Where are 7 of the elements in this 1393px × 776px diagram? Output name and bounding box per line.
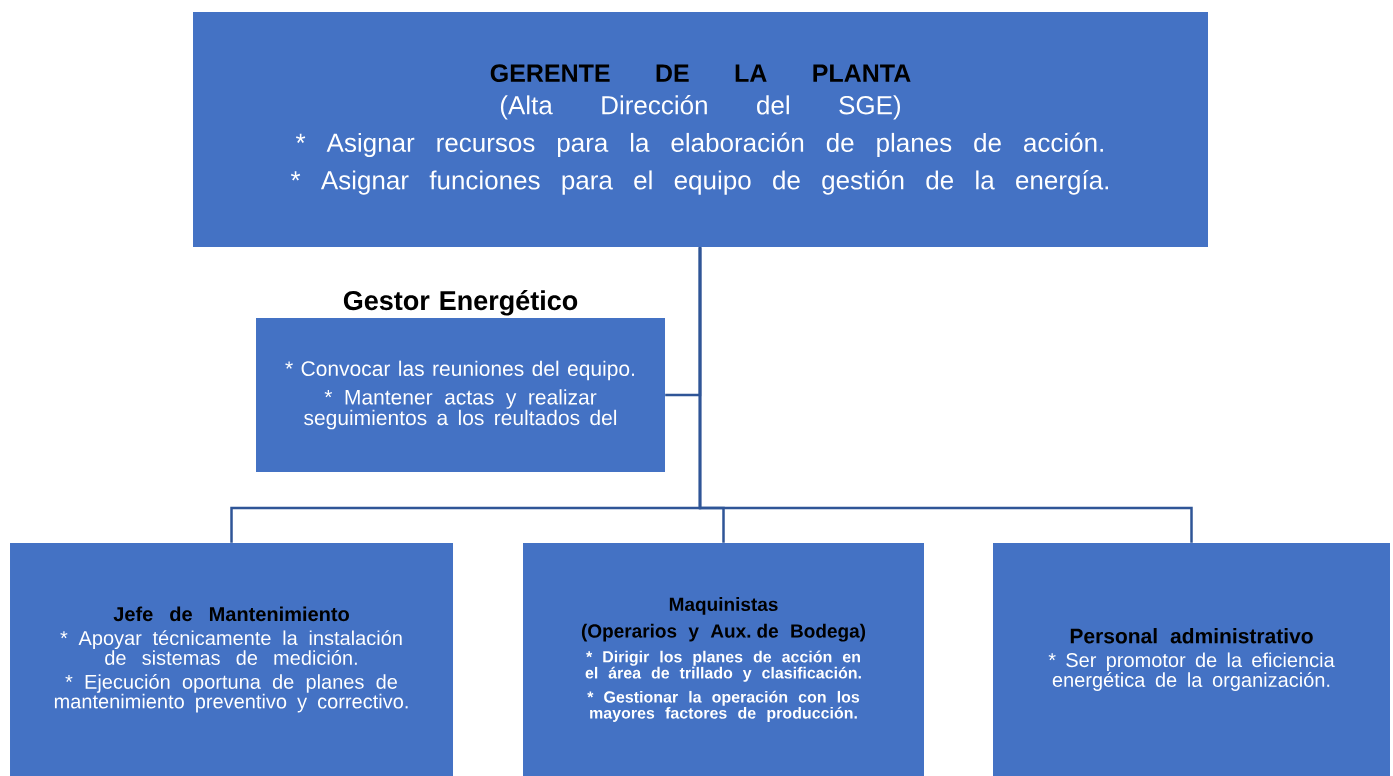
role-box: Personal administrativo * Ser promotor de la eficiencia energética de la organización. xyxy=(993,543,1390,776)
box-heading: Gestor Energético xyxy=(343,290,578,316)
role-box: * Convocar las reuniones del equipo. * Mantener actas y realizar seguimientos a los reultados del xyxy=(256,318,665,472)
connector-line xyxy=(698,247,1193,543)
role-box: Maquinistas (Operarios y Aux. de Bodega) * Dirigir los planes de acción en el área de trillado y clasificación. * Gestionar la operación con los mayores factores de producción. xyxy=(523,543,924,776)
role-box: GERENTE DE LA PLANTA (Alta Dirección del SGE) * Asignar recursos para la elaboración de planes de acción. * Asignar funciones para el equipo de gestión de la energía. xyxy=(193,12,1208,247)
role-box: Jefe de Mantenimiento * Apoyar técnicamente la instalación de sistemas de medición. * Ejecución oportuna de planes de mantenimiento preventivo y correctivo. xyxy=(10,543,453,776)
